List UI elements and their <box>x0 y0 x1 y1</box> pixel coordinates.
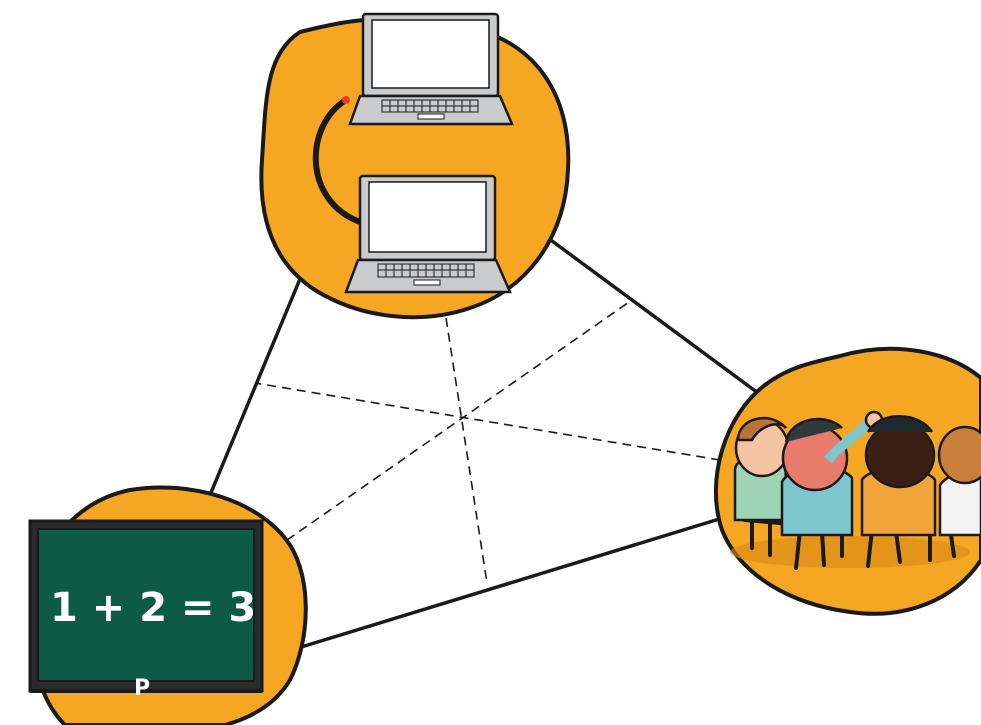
median-from-classroom <box>254 382 721 461</box>
blackboard-bottom-mark: P <box>134 676 150 701</box>
blackboard-equation: 1 + 2 = 3 <box>50 585 256 631</box>
classroom-node <box>714 346 981 616</box>
edge-blackboard-computers <box>208 253 312 497</box>
blackboard-icon: 1 + 2 = 3 P <box>28 519 264 701</box>
triangle-edges <box>208 236 760 650</box>
dashed-medians <box>254 299 721 584</box>
laptop-icon-top <box>348 12 514 126</box>
edge-computers-classroom <box>546 236 760 395</box>
median-from-computers <box>445 317 488 584</box>
cable-connector-dot <box>342 96 350 104</box>
edge-classroom-blackboard <box>296 518 718 650</box>
laptop-cable <box>312 97 363 225</box>
median-from-blackboard <box>286 299 633 541</box>
blackboard-node: 1 + 2 = 3 P <box>28 485 308 725</box>
laptop-icon-bottom <box>344 174 512 294</box>
students-group-icon <box>733 410 981 570</box>
computers-node <box>259 12 571 320</box>
floor-shadow <box>730 536 970 568</box>
